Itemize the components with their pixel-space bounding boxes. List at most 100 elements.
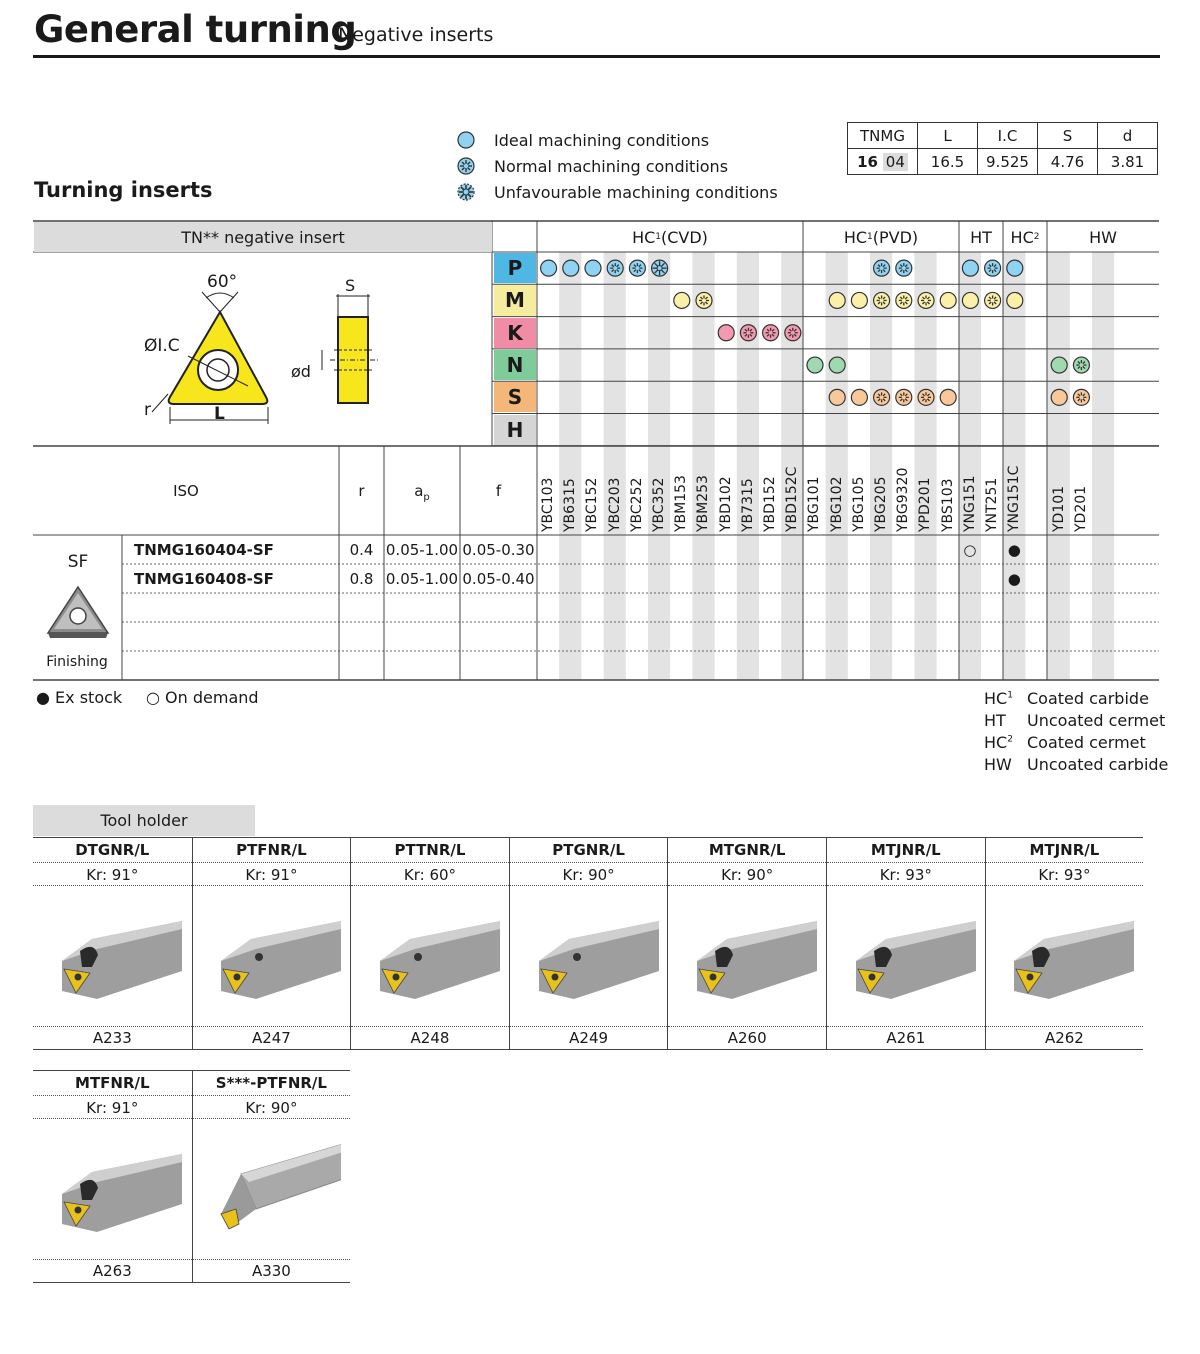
grade-label: YB6315 (562, 478, 579, 532)
spec-s: 4.76 (1037, 148, 1098, 175)
r-row-2: 0.8 (349, 570, 374, 588)
holder-name: S***-PTFNR/L (215, 1074, 327, 1092)
triangle-insert-shape (151, 291, 269, 424)
f-row-2: 0.05-0.40 (462, 570, 535, 588)
grade-stripe (736, 252, 759, 680)
ap-row-2: 0.05-1.00 (385, 570, 459, 588)
ideal-circle-icon (850, 388, 869, 406)
normal-circle-icon (895, 291, 913, 310)
stock-status: ● (1007, 541, 1021, 559)
holder-image (62, 1154, 183, 1232)
r-label: r (144, 400, 151, 420)
grade-stripe (559, 252, 582, 680)
s-label: S (345, 276, 356, 295)
spec-d: 3.81 (1097, 148, 1158, 175)
material-code-s: S (494, 382, 536, 413)
grade-stripe (648, 252, 671, 680)
holder-ref[interactable]: A260 (668, 1026, 826, 1048)
grade-table (33, 220, 1159, 681)
abbreviation-text: Coated cermet (1027, 733, 1146, 752)
holder-name: MTJNR/L (1029, 841, 1100, 859)
spec-l: 16.5 (917, 148, 978, 175)
grade-label: YNG151C (1006, 465, 1023, 532)
spec-header-tnmg: TNMG (847, 122, 918, 149)
grade-label: YBD102 (717, 476, 734, 532)
holder-kr: Kr: 93° (827, 862, 985, 886)
header-rule (33, 55, 1160, 58)
holder-image-wrap (351, 886, 509, 1026)
holder-kr: Kr: 60° (351, 862, 509, 886)
holder-kr: Kr: 91° (192, 862, 351, 886)
ideal-circle-icon (562, 259, 580, 277)
holder-image-wrap (193, 1119, 351, 1259)
holder-name: MTGNR/L (708, 841, 786, 859)
ap-row-1: 0.05-1.00 (385, 541, 459, 559)
col-header-iso: ISO (173, 482, 199, 500)
grade-stripe (1003, 252, 1026, 680)
grade-label: YBM153 (673, 475, 690, 532)
legend-ideal: Ideal machining conditions (456, 130, 709, 150)
normal-circle-icon (895, 259, 913, 277)
normal-circle-icon (1072, 388, 1091, 406)
ic-label: ØI.C (144, 336, 180, 356)
holder-ref[interactable]: A247 (192, 1026, 351, 1048)
grade-label: YBC203 (606, 477, 623, 532)
stock-status: ○ (963, 541, 977, 559)
holder-ref[interactable]: A330 (192, 1259, 351, 1281)
iso-row-1[interactable]: TNMG160404-SF (134, 541, 274, 559)
normal-circle-icon (872, 259, 891, 277)
normal-circle-icon (606, 259, 624, 277)
grade-stripe (870, 252, 893, 680)
grade-label: YBG9320 (895, 467, 912, 532)
holder-name: PTTNR/L (394, 841, 466, 859)
material-code-n: N (494, 349, 536, 381)
holder-ref[interactable]: A262 (985, 1026, 1144, 1048)
grade-label: YBC352 (651, 477, 667, 532)
grade-label: YNT251 (984, 477, 1000, 532)
holder-ref[interactable]: A233 (33, 1026, 192, 1048)
abbreviation-code: HC1 (984, 689, 1013, 708)
f-row-1: 0.05-0.30 (462, 541, 535, 559)
r-row-1: 0.4 (349, 541, 374, 559)
holder-name: DTGNR/L (75, 841, 150, 859)
holder-image-wrap (986, 886, 1144, 1026)
holder-ref[interactable]: A248 (351, 1026, 509, 1048)
ideal-circle-icon (806, 356, 824, 374)
tool-holder-card[interactable]: PTTNR/L Kr: 60° A248 (350, 837, 509, 1050)
normal-circle-icon (872, 388, 891, 406)
holder-name: PTGNR/L (552, 841, 625, 859)
grade-label: YD101 (1050, 485, 1067, 532)
spec-table: TNMG L I.C S d 16 04 16.5 9.525 4.76 3.8… (847, 122, 1158, 175)
grade-stripe (958, 252, 981, 680)
holder-image (221, 921, 342, 999)
holder-ref[interactable]: A249 (509, 1026, 668, 1048)
geometry-code: SF (67, 552, 89, 572)
spec-ic: 9.525 (977, 148, 1038, 175)
page-title: General turning (34, 8, 357, 51)
group-hc1-pvd-sup: 1 (867, 232, 873, 242)
holder-ref[interactable]: A263 (33, 1259, 192, 1281)
normal-circle-icon (983, 291, 1002, 310)
ideal-circle-icon (828, 388, 846, 406)
abbreviation-sup: 2 (1007, 734, 1013, 745)
col-header-ap-label: a (414, 482, 424, 500)
group-hw: HW (1089, 227, 1117, 247)
iso-row-2[interactable]: TNMG160408-SF (134, 570, 274, 588)
holder-ref[interactable]: A261 (827, 1026, 985, 1048)
ideal-circle-icon (584, 259, 602, 277)
group-ht: HT (970, 227, 992, 247)
ideal-circle-icon (961, 259, 980, 277)
col-header-f: f (495, 482, 502, 500)
normal-circle-icon (695, 291, 713, 310)
holder-image (538, 921, 659, 999)
spec-header-d: d (1097, 122, 1158, 149)
